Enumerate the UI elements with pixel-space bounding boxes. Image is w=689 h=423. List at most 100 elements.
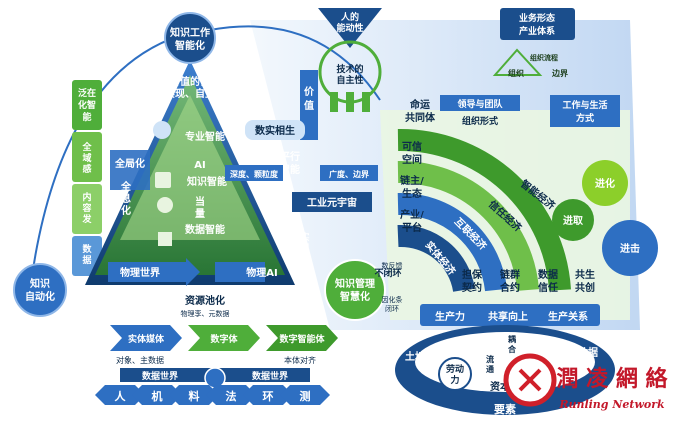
rw-4: 方 bbox=[300, 264, 309, 276]
col3-l1: 内 bbox=[82, 191, 91, 203]
productivity: 生产力 bbox=[435, 310, 465, 323]
knowledge-auto-node: 知识 自动化 bbox=[13, 263, 67, 317]
productivity-band bbox=[420, 304, 600, 326]
six-6: 测 bbox=[300, 389, 311, 403]
col4-l1: 数 bbox=[82, 243, 92, 255]
logo-en: Runling Network bbox=[558, 398, 665, 411]
advance: 进击 bbox=[620, 242, 640, 255]
arrow3: 数字智能体 bbox=[279, 333, 325, 345]
work-life-box bbox=[550, 95, 620, 127]
feedback-r-2: 闭环 bbox=[385, 305, 399, 313]
coupling-1: 耦 bbox=[508, 334, 516, 344]
bf-2: 产业体系 bbox=[519, 25, 555, 37]
closed-loop: 不闭环 bbox=[374, 267, 401, 279]
pair2-a: 链群 bbox=[499, 268, 520, 281]
phys-ai: 物理AI bbox=[246, 266, 277, 279]
pyramid: 全局化 全 息 化 价值的自动 实现、自主创造 专业智能 AI 知识智能 当 量… bbox=[85, 60, 295, 286]
six-5: 环 bbox=[263, 390, 274, 403]
wl-1: 工作与生活 bbox=[562, 99, 607, 111]
breadth: 广度、边界 bbox=[329, 169, 370, 179]
wl-2: 方式 bbox=[576, 112, 594, 124]
industrial-meta-band bbox=[292, 192, 372, 212]
trust-2: 空间 bbox=[402, 153, 422, 166]
knowledge-work-node: 知识工作 智能化 bbox=[164, 12, 216, 64]
pair4-a: 共生 bbox=[575, 268, 595, 281]
pair2-b: 合约 bbox=[499, 281, 520, 294]
feedback-l-1: 数反馈 bbox=[382, 261, 403, 270]
gear-icon bbox=[157, 197, 173, 213]
col2-l3: 感 bbox=[82, 163, 91, 175]
pyr-ai: AI bbox=[194, 160, 205, 171]
business-form-box: 业务形态 产业体系 bbox=[500, 8, 575, 40]
boundary-label: 边界 bbox=[551, 68, 569, 78]
dnf-1: 泛 bbox=[277, 185, 287, 198]
feedback-r-1: 因化条 bbox=[382, 295, 403, 304]
document-icon bbox=[155, 172, 171, 188]
kw-2: 智能化 bbox=[175, 39, 205, 52]
rw-3: 的 bbox=[300, 253, 309, 265]
col2-l1: 全 bbox=[81, 141, 92, 153]
platform-2: 平台 bbox=[402, 221, 422, 234]
circ-2: 通 bbox=[486, 364, 494, 374]
adapt: 进取 bbox=[563, 214, 584, 227]
kw-1: 知识工作 bbox=[169, 26, 210, 39]
gear-icon bbox=[552, 199, 594, 241]
total-1: 全 bbox=[120, 180, 132, 193]
rw-5: 式 bbox=[300, 275, 309, 287]
value-bar bbox=[300, 70, 318, 140]
base-r: 数据世界 bbox=[252, 370, 288, 382]
logo: 潤 凌 網 絡 Runling Network bbox=[503, 353, 669, 411]
arrow1: 实体媒体 bbox=[128, 333, 165, 345]
org-label: 组织 bbox=[508, 68, 524, 78]
ka-1: 知识 bbox=[29, 277, 50, 290]
six-3: 料 bbox=[189, 389, 200, 403]
evolve: 进化 bbox=[595, 177, 615, 190]
km-1: 知识管理 bbox=[334, 277, 375, 290]
data-factor: 数据 bbox=[578, 346, 598, 359]
col1-l1: 泛在 bbox=[78, 87, 96, 99]
org-flow-label: 组织流程 bbox=[530, 53, 558, 62]
col1-l3: 能 bbox=[82, 111, 91, 123]
pyr-l1: 专业智能 bbox=[185, 130, 225, 143]
col2-l2: 域 bbox=[82, 152, 91, 164]
relations: 生产关系 bbox=[548, 310, 588, 323]
co-up: 共享向上 bbox=[488, 310, 528, 323]
industrial-meta: 工业元宇宙 bbox=[307, 196, 357, 209]
community-1: 命运 bbox=[409, 98, 430, 111]
resource-pool: 资源池化 bbox=[185, 294, 225, 307]
bf-1: 业务形态 bbox=[519, 12, 555, 24]
gear-adapt: 进取 bbox=[552, 199, 594, 241]
pyr-dang: 当 bbox=[195, 195, 205, 208]
pair3-b: 信任 bbox=[538, 281, 558, 294]
org-form: 组织形式 bbox=[462, 115, 498, 127]
digital-twin-pill bbox=[245, 120, 305, 140]
resource-sub: 物理孪、元数据 bbox=[181, 309, 230, 318]
labor-2: 力 bbox=[450, 374, 459, 386]
six-4: 法 bbox=[226, 389, 237, 403]
logo-mark bbox=[518, 368, 542, 392]
gear-advance: 进击 bbox=[602, 220, 658, 276]
economy-arcs: 智能经济 信任经济 互联经济 实体经济 bbox=[397, 128, 571, 293]
lead-team: 领导与团队 bbox=[457, 98, 503, 110]
coupling-2: 合 bbox=[507, 344, 517, 354]
rw-2: 现 bbox=[300, 243, 309, 254]
global-label: 全局化 bbox=[114, 157, 145, 170]
depth-band bbox=[225, 165, 283, 181]
ha-2: 能动性 bbox=[336, 22, 363, 34]
col1-l2: 化智 bbox=[78, 99, 96, 111]
value-2: 值 bbox=[304, 99, 314, 112]
circ-1: 流 bbox=[486, 354, 494, 364]
depth: 深度、颗粒度 bbox=[230, 169, 279, 179]
factors: 要素 bbox=[494, 402, 516, 416]
gear-evolve: 进化 bbox=[582, 160, 628, 206]
logo-cn: 潤 凌 網 絡 bbox=[557, 366, 669, 392]
ta-1: 技术的 bbox=[336, 63, 363, 75]
col4-l2: 据 bbox=[82, 254, 91, 266]
land: 土地 bbox=[405, 350, 425, 363]
total-2: 息 bbox=[121, 192, 131, 205]
dnf-3: 化 bbox=[277, 209, 287, 222]
base-l: 数据世界 bbox=[142, 370, 178, 382]
bottom-arrow-row: 实体媒体 数字体 数字智能体 对象、主数据 本体对齐 bbox=[110, 325, 338, 365]
dnf-2: 在 bbox=[277, 197, 287, 210]
